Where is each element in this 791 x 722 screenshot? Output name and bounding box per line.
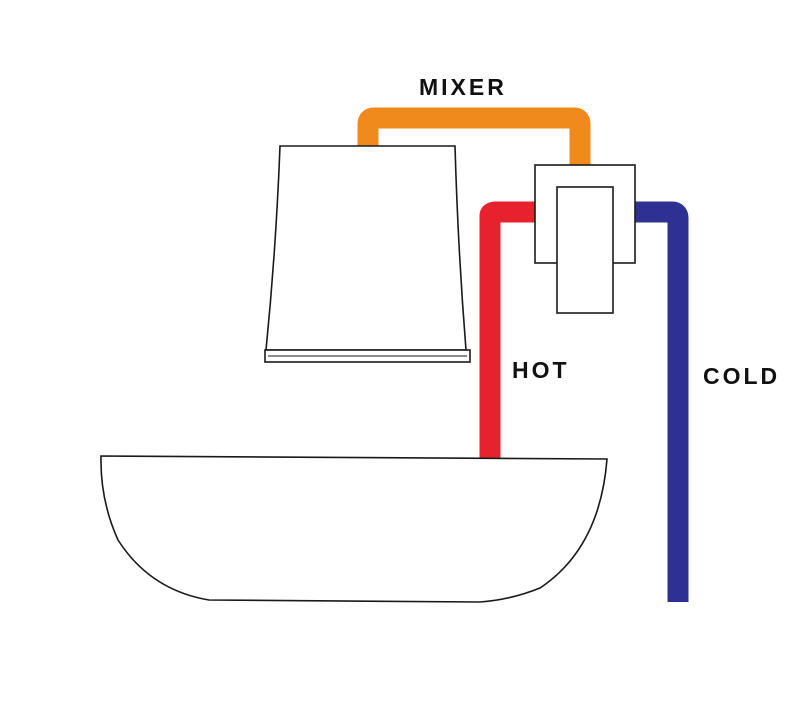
cold-pipe: [632, 201, 689, 602]
shower-head-body: [265, 145, 467, 351]
hot-pipe: [479, 201, 538, 460]
cold-label: COLD: [703, 363, 780, 389]
mixer-valve: [534, 164, 636, 314]
mixer-label: MIXER: [419, 74, 507, 100]
bathtub-basin: [100, 455, 608, 603]
shower-head: [264, 145, 471, 363]
mixer-valve-handle: [556, 186, 614, 314]
hot-label: HOT: [512, 357, 570, 383]
mixer-pipe: [357, 107, 591, 168]
